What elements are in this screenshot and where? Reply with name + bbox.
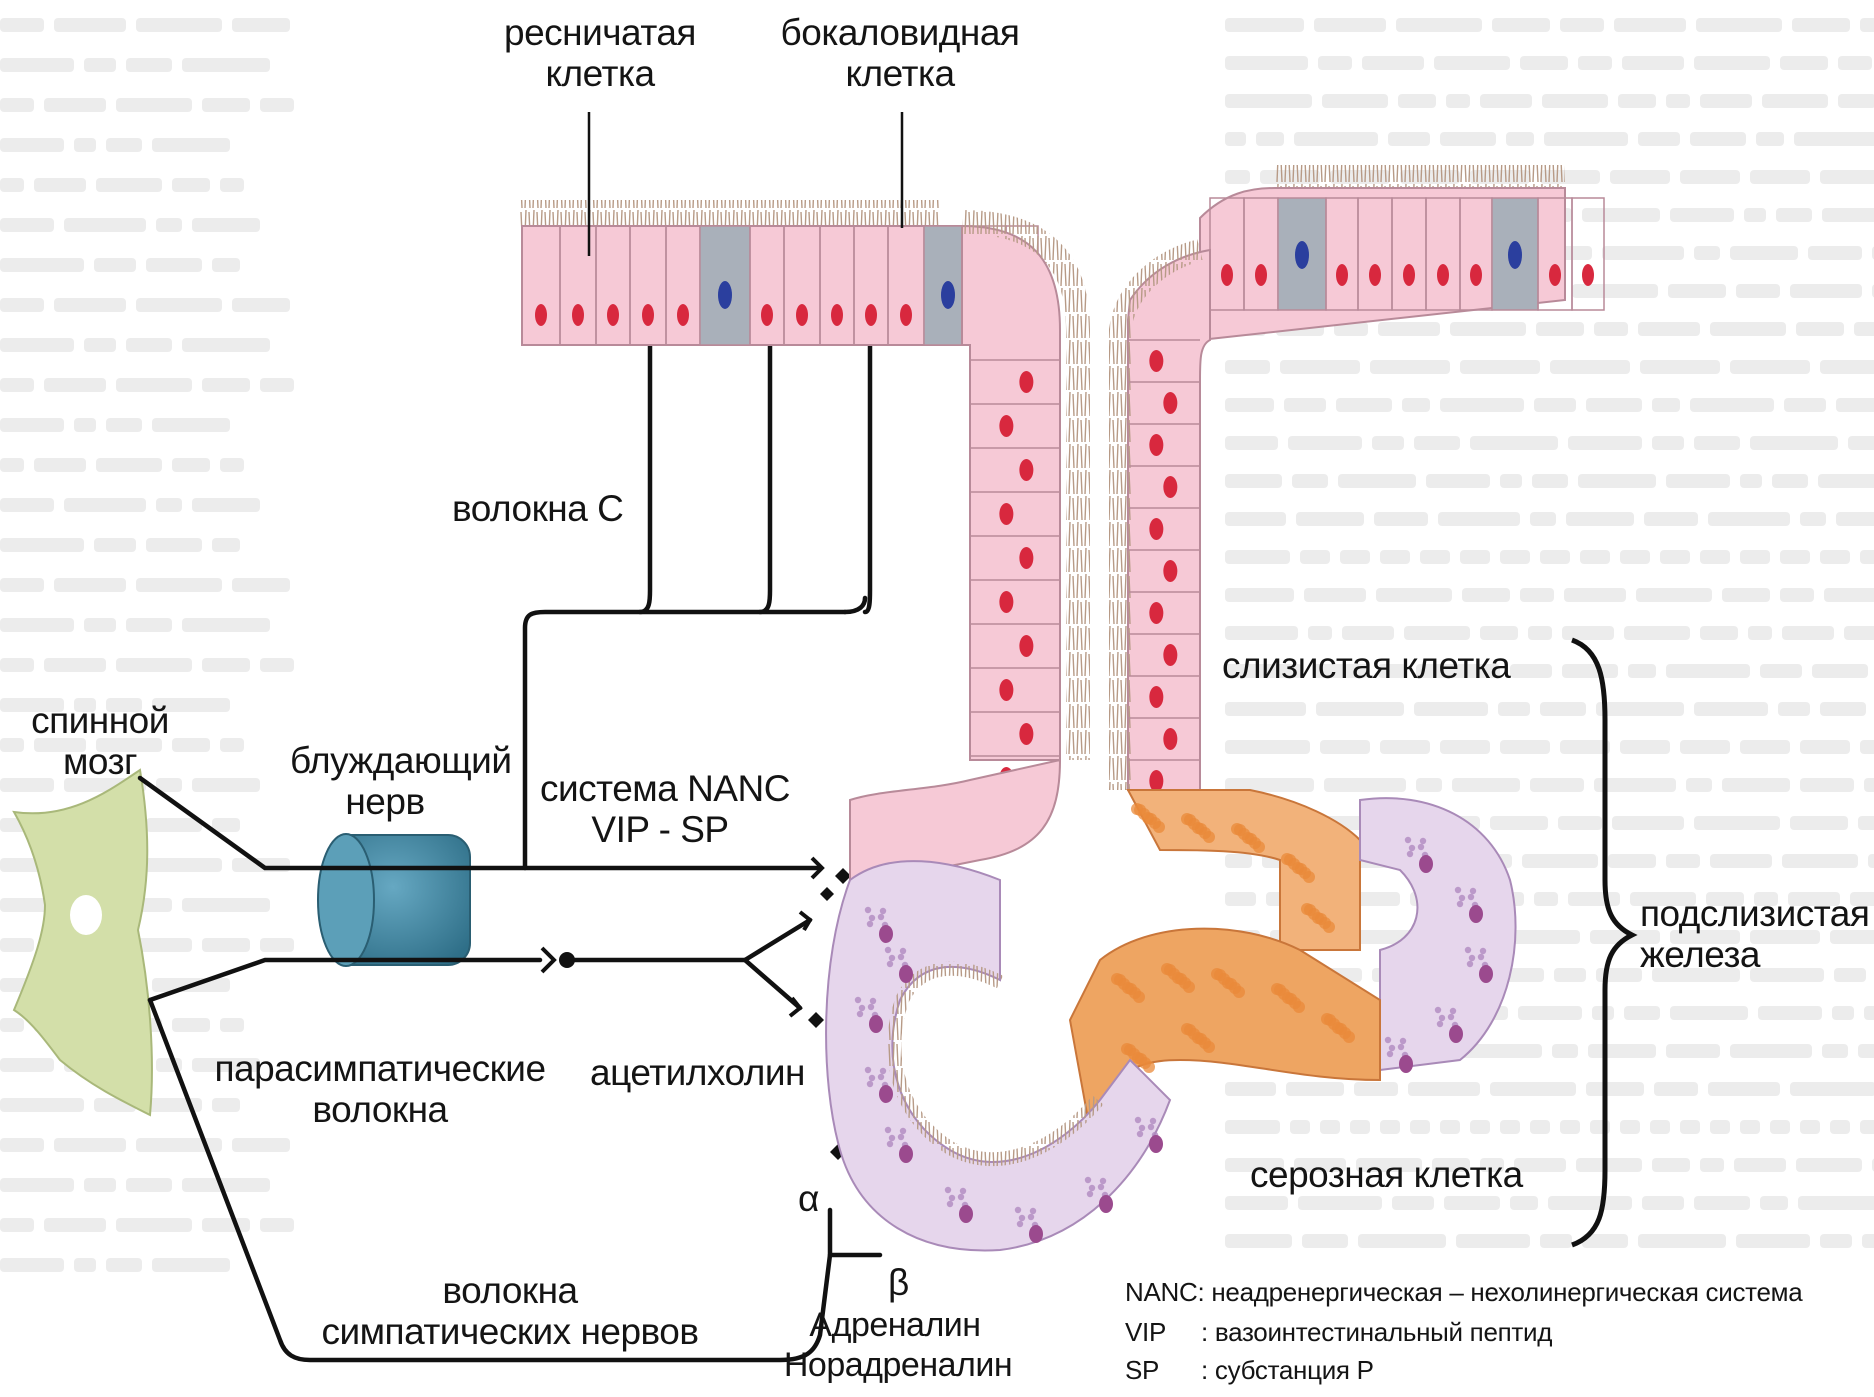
mucous-cell-label: слизистая клетка [1222, 645, 1510, 686]
gland-brace [1572, 640, 1632, 1245]
serous-cell-label: серозная клетка [1250, 1154, 1523, 1195]
legend-row-sp: SP: субстанция Р [1125, 1356, 1374, 1385]
acetylcholine-label: ацетилхолин [590, 1052, 805, 1093]
noradrenaline-label: Норадреналин [778, 1346, 1018, 1384]
legend-row-nanc: NANC: неадренергическая – нехолинергичес… [1125, 1278, 1802, 1307]
airway-epithelium-right [1120, 165, 1604, 792]
spinal-cord-shape [14, 770, 152, 1115]
vagus-nerve-shape [318, 834, 470, 966]
ganglion-dot-icon [559, 952, 575, 968]
beta-receptor-label: β [888, 1262, 909, 1303]
c-fibers-label: волокна С [452, 488, 623, 529]
adrenaline-label: Адреналин [790, 1306, 1000, 1344]
alpha-receptor-label: α [798, 1178, 819, 1219]
legend-row-vip: VIP: вазоинтестинальный пептид [1125, 1318, 1552, 1347]
